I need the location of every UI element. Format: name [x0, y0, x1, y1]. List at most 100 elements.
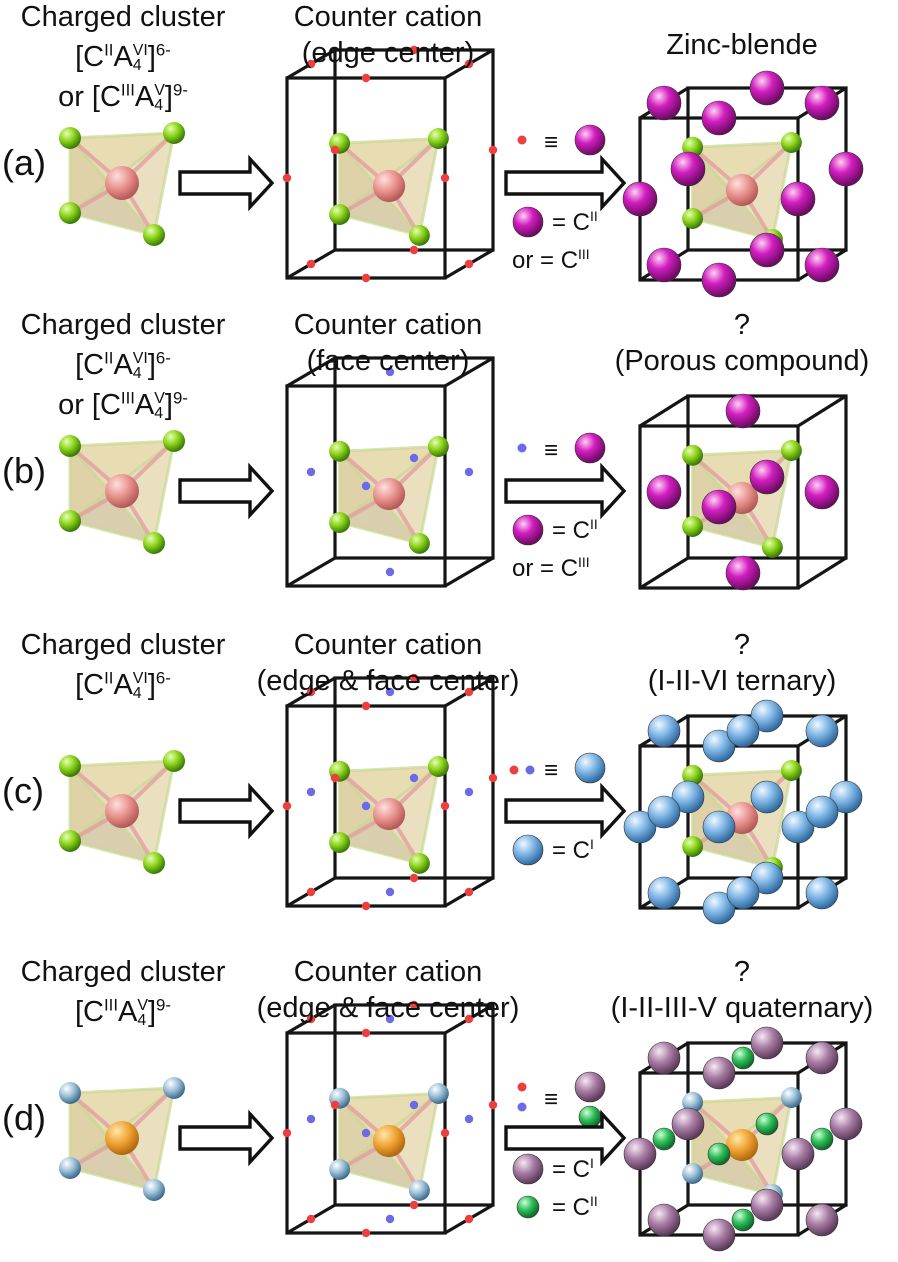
legend-equiv: ≡	[544, 754, 558, 788]
cluster-charge: 9-	[172, 388, 188, 408]
cation-site-dot	[385, 367, 395, 377]
legend-line: = CII	[552, 514, 598, 548]
anion-atom	[329, 1159, 351, 1180]
anion-atom	[143, 1179, 165, 1201]
legend-swatch	[512, 834, 544, 866]
cation-atom	[623, 1137, 657, 1171]
cation-atom	[780, 181, 816, 217]
anion-atom	[59, 830, 81, 852]
legend-swatch	[512, 1153, 544, 1185]
counter-subtitle: (face center)	[228, 344, 548, 378]
cation-site-dot	[385, 1014, 395, 1024]
legend-text: = C	[552, 209, 591, 236]
cell-edge	[797, 556, 847, 590]
reaction-arrow	[178, 462, 275, 520]
cluster-title-text: Charged cluster	[20, 309, 226, 341]
tetra-edge	[417, 138, 440, 236]
cation-site-dot	[409, 453, 419, 463]
counter-subtitle: (edge & face center)	[228, 664, 548, 698]
cation-atom	[781, 1137, 815, 1171]
cation-site-dot	[440, 1128, 450, 1138]
legend-swatch	[512, 514, 544, 546]
tetra-edge	[692, 769, 792, 777]
legend-oxidation: III	[578, 246, 590, 262]
cation-atom	[804, 85, 840, 121]
reaction-arrow	[504, 782, 627, 840]
legend-text: = C	[552, 837, 591, 864]
anion-atom	[59, 202, 81, 224]
anion-oxidation: VI	[132, 670, 148, 688]
tetra-edge	[339, 1092, 439, 1100]
cation-atom	[750, 861, 784, 895]
tetra-edge	[417, 446, 440, 544]
cation-atom	[750, 1026, 784, 1060]
cation-oxidation: II	[104, 40, 114, 60]
cluster-charge: 6-	[155, 348, 171, 368]
anion-count: 4	[132, 685, 142, 703]
cation-atom	[725, 555, 761, 591]
legend-line: = CI	[552, 834, 594, 868]
cell-edge	[639, 394, 689, 428]
anion-atom	[408, 532, 430, 554]
cation-site-dot	[306, 787, 316, 797]
cell-edge	[797, 394, 847, 428]
anion-count: 4	[132, 365, 142, 383]
anion-atom	[427, 128, 449, 149]
cation-site-dot	[409, 245, 419, 255]
legend-oxidation: II	[590, 516, 598, 532]
cluster-title: Charged cluster	[0, 308, 253, 342]
cation-site-dot	[385, 887, 395, 897]
cluster-charge: 6-	[155, 40, 171, 60]
legend-cation	[574, 124, 606, 156]
cation-site-dot	[488, 773, 498, 783]
cell-edge	[286, 356, 336, 388]
anion-atom	[761, 536, 783, 558]
legend-cation	[574, 432, 606, 464]
cell-edge	[639, 556, 689, 590]
anion-atom	[59, 755, 81, 777]
cation-site-dot	[330, 773, 340, 783]
legend-equiv: ≡	[544, 126, 558, 160]
tetra-edge	[770, 142, 793, 240]
tetra-edge	[152, 132, 176, 236]
counter-subtitle: (edge & face center)	[228, 991, 548, 1025]
anion-atom	[329, 832, 351, 853]
anion-atom	[163, 750, 185, 772]
cell-edge	[444, 556, 494, 588]
center-atom	[372, 797, 406, 831]
legend-text: or = C	[512, 247, 579, 274]
cation-atom	[781, 810, 815, 844]
counter-title-text: Counter cation	[293, 309, 483, 341]
cation-oxidation: III	[103, 995, 118, 1015]
cluster-charge: 6-	[155, 668, 171, 688]
anion-atom	[427, 756, 449, 777]
tetra-edge	[417, 1093, 440, 1191]
counter-subtitle-text: (edge & face center)	[256, 665, 520, 697]
equiv-symbol: ≡	[544, 129, 559, 156]
cation-site-dot	[361, 481, 371, 491]
cation-oxidation: II	[104, 348, 114, 368]
anion-atom	[427, 1083, 449, 1104]
result-title: Zinc-blende	[582, 28, 898, 62]
cation-atom	[707, 1142, 731, 1166]
cation-atom	[731, 1046, 755, 1070]
cation-atom	[652, 1127, 676, 1151]
cation-atom	[750, 1188, 784, 1222]
cation-site-dot	[282, 173, 292, 183]
legend-line: or = CIII	[512, 244, 590, 278]
cation-site-dot	[464, 59, 474, 69]
cation-atom	[750, 780, 784, 814]
tetra-edge	[339, 213, 420, 237]
anion-oxidation: V	[154, 390, 165, 408]
cation-atom	[622, 181, 658, 217]
cation-site-dot	[361, 73, 371, 83]
anion-atom	[59, 435, 81, 457]
cation-atom	[623, 810, 657, 844]
cation-atom	[804, 474, 840, 510]
center-atom	[372, 169, 406, 203]
counter-title-text: Counter cation	[293, 956, 483, 988]
anion-atom	[682, 516, 704, 537]
